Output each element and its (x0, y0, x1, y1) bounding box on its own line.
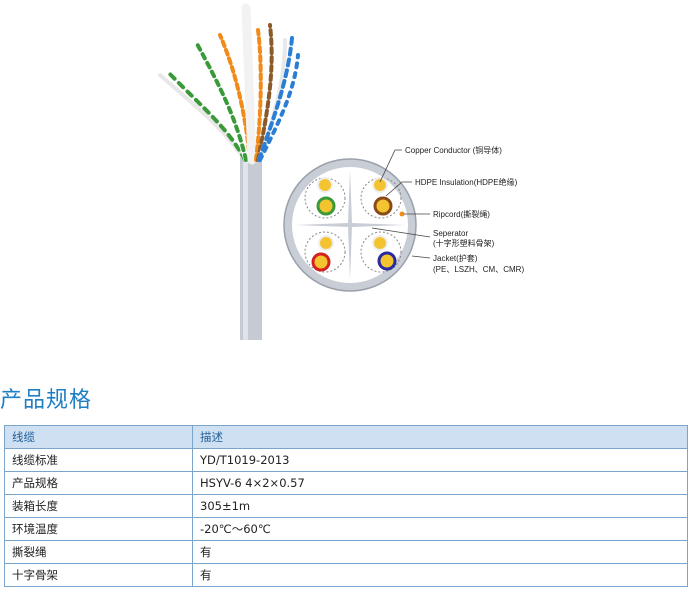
cable-cross-section (283, 158, 417, 292)
cable-figure: Copper Conductor (铜导体) HDPE Insulation(H… (158, 3, 524, 340)
header-description: 描述 (192, 425, 688, 449)
label-separator-cn: (十字形塑料骨架) (433, 238, 495, 248)
table-row: 环境温度 -20℃～60℃ (4, 517, 688, 541)
row-value: 有 (192, 540, 688, 564)
table-row: 装箱长度 305±1m (4, 494, 688, 518)
ripcord (399, 211, 405, 217)
label-jacket: Jacket(护套) (433, 253, 478, 263)
table-row: 产品规格 HSYV-6 4×2×0.57 (4, 471, 688, 495)
row-label: 装箱长度 (4, 494, 193, 518)
label-copper-conductor: Copper Conductor (铜导体) (405, 145, 502, 155)
table-row: 十字骨架 有 (4, 563, 688, 587)
conductor-bottom-right-2 (377, 251, 397, 271)
twisted-pairs (158, 3, 300, 165)
row-value: YD/T1019-2013 (192, 448, 688, 472)
label-jacket-types: (PE、LSZH、CM、CMR) (433, 265, 524, 274)
row-value: 有 (192, 563, 688, 587)
row-label: 环境温度 (4, 517, 193, 541)
conductor-bottom-right-1 (372, 235, 388, 251)
table-header-row: 线缆 描述 (4, 425, 688, 449)
conductor-top-left-1 (317, 177, 333, 193)
row-value: -20℃～60℃ (192, 517, 688, 541)
section-title: 产品规格 (0, 388, 93, 413)
conductor-bottom-left-1 (318, 235, 334, 251)
row-value: 305±1m (192, 494, 688, 518)
conductor-top-left-2 (316, 196, 336, 216)
header-cable: 线缆 (4, 425, 193, 449)
row-label: 撕裂绳 (4, 540, 193, 564)
spec-table: 线缆 描述 线缆标准 YD/T1019-2013 产品规格 HSYV-6 4×2… (4, 425, 688, 587)
conductor-top-right-2 (373, 196, 393, 216)
row-label: 产品规格 (4, 471, 193, 495)
table-row: 线缆标准 YD/T1019-2013 (4, 448, 688, 472)
label-separator: Seperator (433, 229, 468, 238)
row-label: 线缆标准 (4, 448, 193, 472)
row-value: HSYV-6 4×2×0.57 (192, 471, 688, 495)
conductor-bottom-left-2 (311, 252, 331, 272)
label-hdpe-insulation: HDPE Insulation(HDPE绝缘) (415, 177, 518, 187)
label-ripcord: Ripcord(撕裂绳) (433, 209, 490, 219)
conductor-top-right-1 (372, 177, 388, 193)
row-label: 十字骨架 (4, 563, 193, 587)
table-row: 撕裂绳 有 (4, 540, 688, 564)
